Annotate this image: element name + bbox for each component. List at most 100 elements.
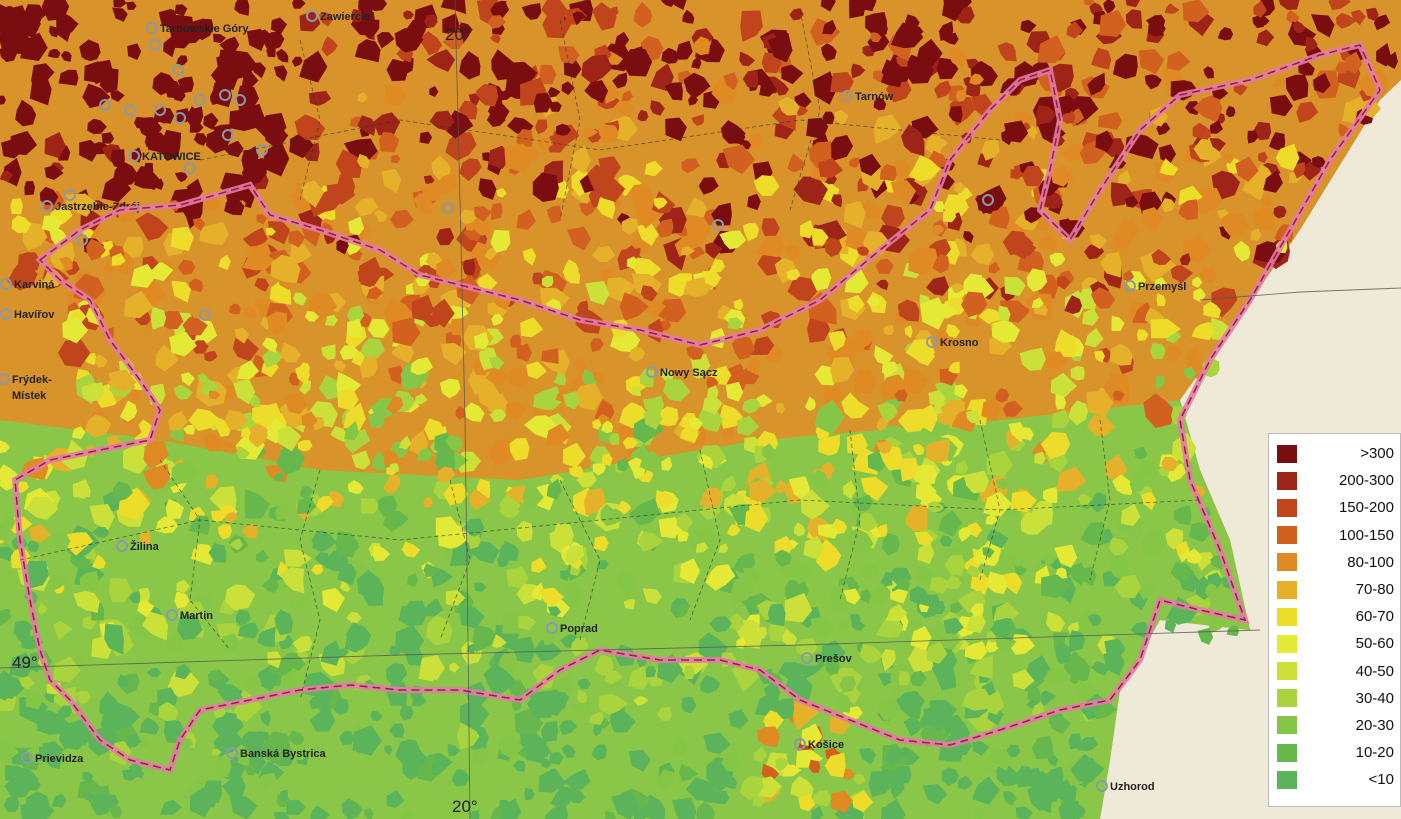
municipality-cell bbox=[970, 572, 990, 596]
city-marker-icon[interactable] bbox=[219, 89, 231, 101]
municipality-cell bbox=[702, 395, 723, 415]
city-marker-icon[interactable] bbox=[172, 64, 184, 76]
city-marker-icon[interactable] bbox=[0, 308, 12, 320]
municipality-cell bbox=[419, 131, 433, 144]
municipality-cell bbox=[499, 799, 511, 808]
city-markers bbox=[0, 10, 1136, 792]
city-marker-icon[interactable] bbox=[116, 540, 128, 552]
municipality-cell bbox=[1114, 574, 1141, 599]
city-marker-icon[interactable] bbox=[166, 609, 178, 621]
city-marker-icon[interactable] bbox=[801, 652, 813, 664]
city-marker-icon[interactable] bbox=[99, 99, 111, 111]
municipality-cell bbox=[265, 227, 276, 236]
municipality-cell bbox=[542, 12, 572, 39]
municipality-cell bbox=[110, 149, 125, 169]
municipality-cell bbox=[11, 215, 32, 234]
municipality-cell bbox=[75, 690, 91, 705]
municipality-cell bbox=[236, 609, 252, 626]
city-marker-icon[interactable] bbox=[0, 373, 10, 385]
municipality-cell bbox=[917, 404, 938, 433]
city-marker-icon[interactable] bbox=[712, 219, 724, 231]
municipality-cell bbox=[553, 371, 566, 385]
city-marker-icon[interactable] bbox=[154, 104, 166, 116]
city-marker-icon[interactable] bbox=[794, 738, 806, 750]
municipality-cell bbox=[831, 790, 853, 813]
municipality-cell bbox=[965, 610, 986, 633]
municipality-cell bbox=[900, 457, 919, 482]
city-marker-icon[interactable] bbox=[234, 94, 246, 106]
legend-label: 10-20 bbox=[1355, 744, 1394, 762]
city-marker-icon[interactable] bbox=[1096, 780, 1108, 792]
municipality-cell bbox=[873, 114, 902, 145]
municipality-cell bbox=[386, 663, 408, 687]
municipality-cell bbox=[266, 311, 288, 335]
municipality-cell bbox=[629, 498, 660, 526]
municipality-cell bbox=[541, 348, 559, 364]
municipality-cell bbox=[1041, 574, 1071, 599]
municipality-cell bbox=[222, 385, 238, 399]
municipality-cell bbox=[462, 518, 485, 538]
city-marker-icon[interactable] bbox=[128, 150, 140, 162]
municipality-cell bbox=[1068, 733, 1082, 750]
city-marker-icon[interactable] bbox=[149, 39, 161, 51]
city-marker-icon[interactable] bbox=[442, 202, 454, 214]
city-marker-icon[interactable] bbox=[146, 22, 158, 34]
city-marker-icon[interactable] bbox=[199, 309, 211, 321]
legend-swatch bbox=[1277, 634, 1297, 653]
city-marker-icon[interactable] bbox=[64, 189, 76, 201]
city-marker-icon[interactable] bbox=[184, 162, 196, 174]
city-marker-icon[interactable] bbox=[1124, 280, 1136, 292]
municipality-cell bbox=[622, 437, 639, 449]
city-marker-icon[interactable] bbox=[21, 752, 33, 764]
city-marker-icon[interactable] bbox=[306, 10, 318, 22]
municipality-cell bbox=[117, 674, 129, 688]
city-marker-icon[interactable] bbox=[76, 234, 88, 246]
municipality-cell bbox=[384, 744, 393, 756]
city-marker-icon[interactable] bbox=[174, 112, 186, 124]
municipality-cell bbox=[739, 51, 756, 67]
municipality-cell bbox=[876, 279, 889, 291]
municipality-cell bbox=[487, 15, 506, 29]
municipality-cell bbox=[1169, 265, 1194, 283]
municipality-cell bbox=[787, 276, 818, 302]
municipality-cell bbox=[830, 71, 854, 93]
city-marker-icon[interactable] bbox=[222, 129, 234, 141]
municipality-cell bbox=[25, 692, 43, 710]
city-marker-icon[interactable] bbox=[982, 194, 994, 206]
district-boundaries bbox=[19, 9, 1201, 701]
municipality-cell bbox=[756, 235, 786, 258]
municipality-cell bbox=[850, 618, 866, 631]
city-marker-icon[interactable] bbox=[841, 90, 853, 102]
municipality-cell bbox=[677, 529, 689, 542]
city-marker-icon[interactable] bbox=[646, 366, 658, 378]
municipality-cell bbox=[1095, 130, 1114, 153]
municipality-cell bbox=[1260, 195, 1273, 207]
city-marker-icon[interactable] bbox=[0, 278, 12, 290]
city-marker-icon[interactable] bbox=[256, 144, 268, 156]
municipality-cell bbox=[301, 411, 318, 429]
municipality-cell bbox=[912, 443, 924, 456]
municipality-cell bbox=[341, 798, 363, 819]
municipality-cell bbox=[894, 691, 925, 714]
municipality-cell bbox=[854, 368, 877, 394]
municipality-cell bbox=[295, 363, 310, 385]
municipality-cell bbox=[1087, 613, 1102, 627]
municipality-cell bbox=[86, 238, 106, 261]
city-marker-icon[interactable] bbox=[124, 104, 136, 116]
city-marker-icon[interactable] bbox=[546, 622, 558, 634]
legend-swatch bbox=[1277, 498, 1297, 517]
municipality-cell bbox=[562, 442, 586, 468]
municipality-cell bbox=[681, 158, 700, 174]
city-marker-icon[interactable] bbox=[41, 200, 53, 212]
city-marker-icon[interactable] bbox=[926, 336, 938, 348]
municipality-cell bbox=[970, 243, 995, 266]
municipality-cell bbox=[957, 775, 973, 790]
city-marker-icon[interactable] bbox=[194, 94, 206, 106]
municipality-cell bbox=[546, 134, 568, 153]
city-marker-icon[interactable] bbox=[226, 747, 238, 759]
municipality-cell bbox=[1039, 236, 1059, 251]
municipality-cell bbox=[169, 331, 197, 357]
municipality-cell bbox=[1045, 351, 1067, 370]
